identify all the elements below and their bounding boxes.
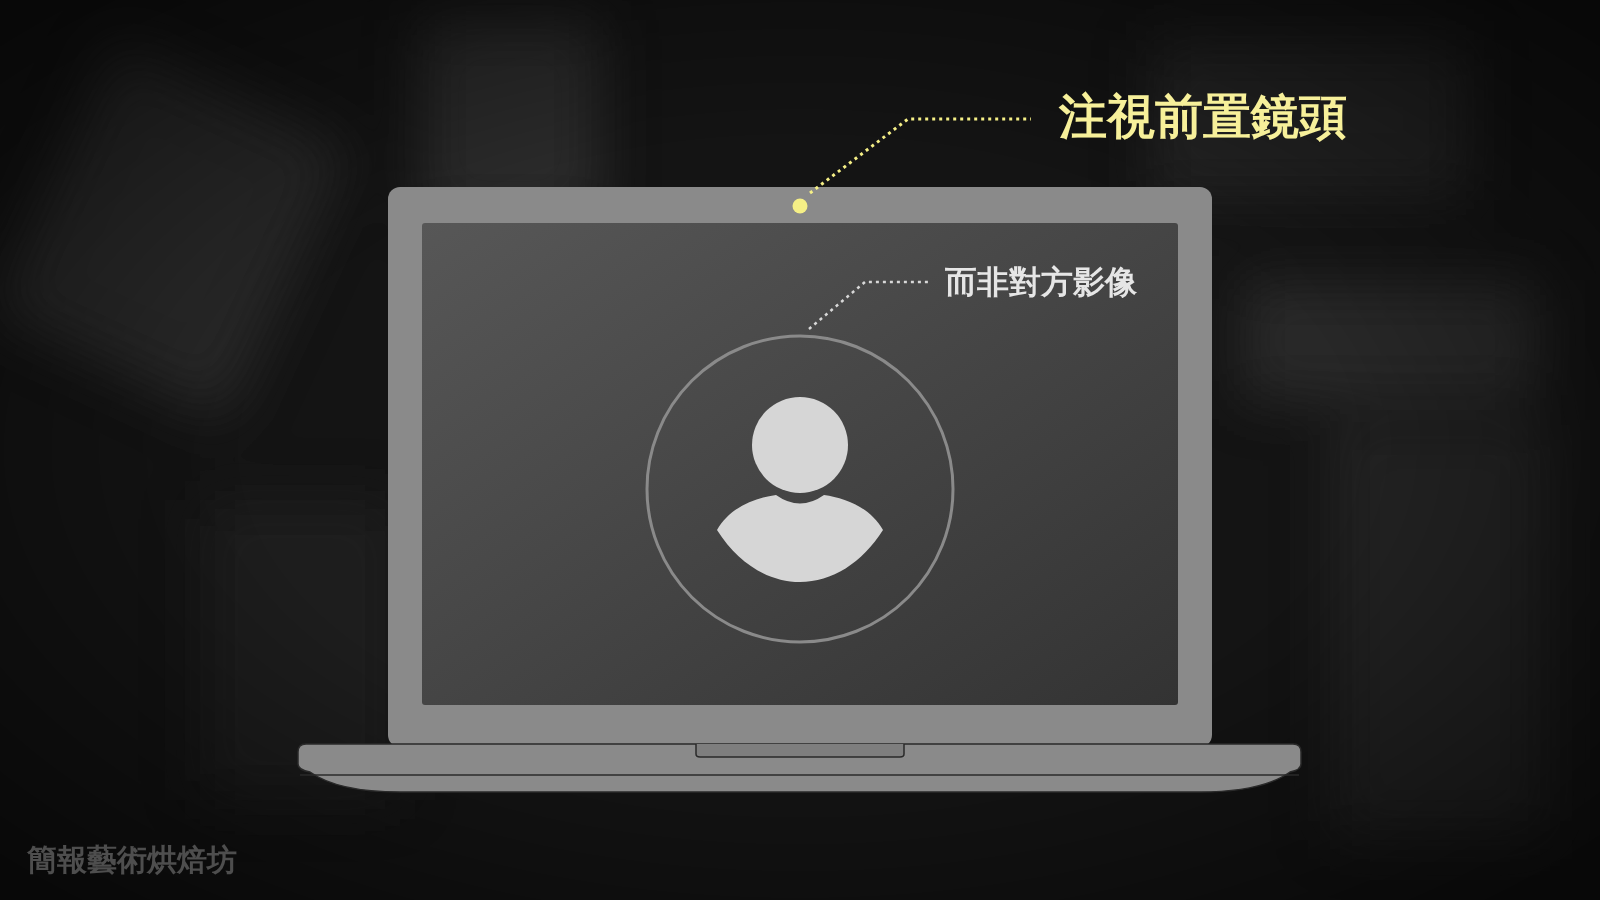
laptop-base [298,744,1301,792]
image-callout: 而非對方影像 [945,263,1137,301]
camera-leader-line [810,119,1031,193]
laptop-screen [422,223,1178,705]
front-camera-dot [793,199,808,214]
avatar-ring [647,336,953,642]
hinge-notch [696,744,904,757]
laptop-lid [388,187,1212,747]
camera-callout: 注視前置鏡頭 [1059,88,1347,146]
base-edge [300,774,1299,776]
watermark: 簡報藝術烘焙坊 [27,842,237,878]
avatar-head [752,397,848,493]
image-leader-line [809,282,929,329]
avatar-body [717,495,883,582]
